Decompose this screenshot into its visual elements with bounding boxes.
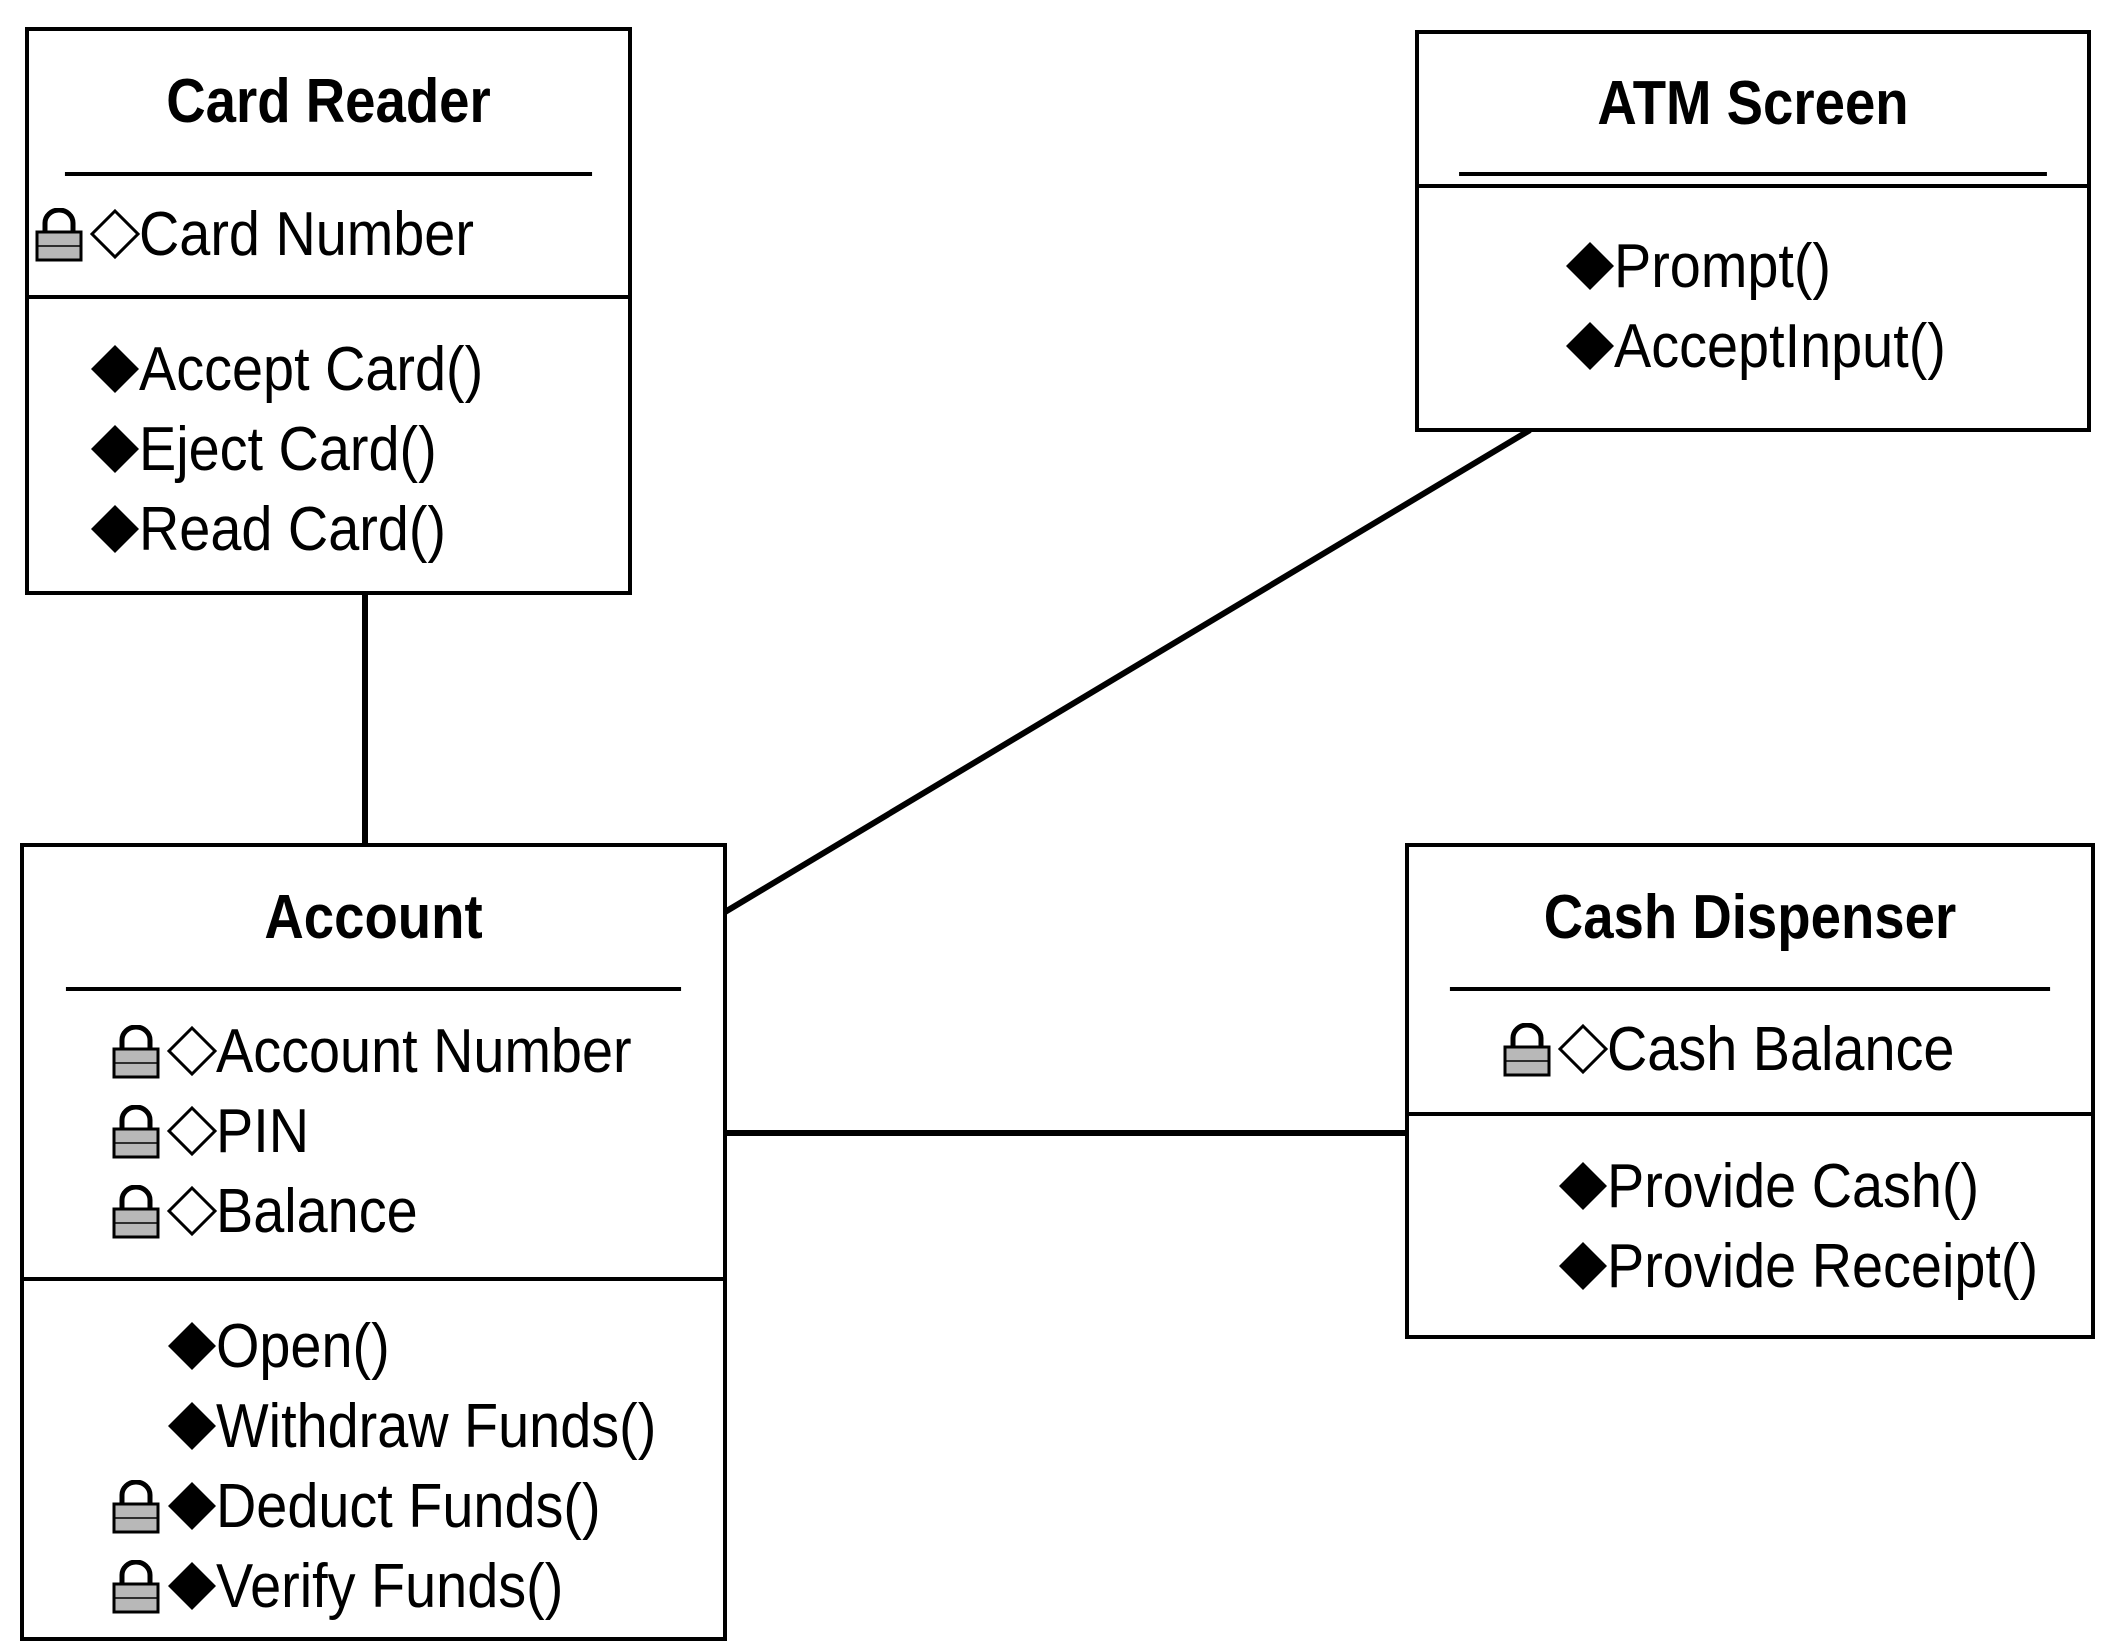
operation-label: AcceptInput() [1614, 311, 1946, 381]
lock-icon [112, 1185, 160, 1239]
operations-compartment: Prompt() AcceptInput() [1419, 198, 2087, 386]
lock-icon [112, 1105, 160, 1159]
operation-row: Read Card() [91, 489, 628, 569]
operations-compartment: Open() Withdraw Funds() Deduct Funds() V… [24, 1281, 723, 1626]
attributes-compartment: Card Number [29, 176, 628, 299]
operation-label: Verify Funds() [216, 1551, 564, 1621]
diamond-icon [1559, 1162, 1607, 1210]
class-name: Card Reader [64, 31, 593, 176]
lock-icon [1503, 1023, 1551, 1077]
diamond-icon [1559, 1242, 1607, 1290]
class-cash-dispenser[interactable]: Cash Dispenser Cash Balance Provide Cash… [1405, 843, 2095, 1339]
hollow-diamond-icon [166, 1105, 218, 1157]
operation-row: AcceptInput() [1566, 306, 2087, 386]
operation-row: Deduct Funds() [112, 1466, 723, 1546]
operations-compartment: Provide Cash() Provide Receipt() [1409, 1116, 2091, 1306]
attributes-compartment: Cash Balance [1409, 991, 2091, 1116]
operation-label: Open() [216, 1311, 390, 1381]
operation-row: Provide Receipt() [1559, 1226, 2091, 1306]
attribute-row: Balance [112, 1171, 723, 1251]
attribute-label: PIN [216, 1096, 310, 1166]
hollow-diamond-icon [89, 208, 141, 260]
operation-label: Eject Card() [139, 414, 437, 484]
attribute-label: Card Number [139, 199, 474, 269]
diamond-icon [91, 505, 139, 553]
attribute-label: Balance [216, 1176, 418, 1246]
operation-row: Provide Cash() [1559, 1146, 2091, 1226]
operation-row: Accept Card() [91, 329, 628, 409]
class-account[interactable]: Account Account Number PIN Balance Open(… [20, 843, 727, 1641]
diamond-icon [168, 1482, 216, 1530]
diamond-icon [91, 425, 139, 473]
lock-icon [112, 1560, 160, 1614]
operation-label: Provide Receipt() [1607, 1231, 2039, 1301]
class-name: Account [65, 847, 682, 991]
lock-icon [112, 1480, 160, 1534]
operation-label: Read Card() [139, 494, 447, 564]
attribute-label: Account Number [216, 1016, 632, 1086]
association-atm-screen-account [723, 427, 1532, 915]
operation-row: Withdraw Funds() [168, 1386, 723, 1466]
attribute-row: Card Number [35, 194, 628, 274]
operations-compartment: Accept Card() Eject Card() Read Card() [29, 299, 628, 569]
lock-icon [35, 208, 83, 262]
operation-label: Accept Card() [139, 334, 484, 404]
operation-row: Prompt() [1566, 226, 2087, 306]
operation-row: Eject Card() [91, 409, 628, 489]
operation-label: Deduct Funds() [216, 1471, 601, 1541]
attribute-row: PIN [112, 1091, 723, 1171]
class-name: Cash Dispenser [1449, 847, 2051, 991]
operation-label: Prompt() [1614, 231, 1832, 301]
hollow-diamond-icon [1557, 1023, 1609, 1075]
operation-label: Provide Cash() [1607, 1151, 1980, 1221]
diamond-icon [168, 1322, 216, 1370]
operation-row: Open() [168, 1306, 723, 1386]
diamond-icon [91, 345, 139, 393]
class-atm-screen[interactable]: ATM Screen Prompt() AcceptInput() [1415, 30, 2091, 432]
attribute-row: Cash Balance [1503, 1009, 2091, 1089]
diamond-icon [1566, 322, 1614, 370]
hollow-diamond-icon [166, 1185, 218, 1237]
attribute-row: Account Number [112, 1011, 723, 1091]
diamond-icon [168, 1562, 216, 1610]
class-name: ATM Screen [1459, 34, 2047, 176]
lock-icon [112, 1025, 160, 1079]
diamond-icon [168, 1402, 216, 1450]
attribute-label: Cash Balance [1607, 1014, 1955, 1084]
class-card-reader[interactable]: Card Reader Card Number Accept Card() Ej… [25, 27, 632, 595]
attributes-compartment: Account Number PIN Balance [24, 991, 723, 1281]
diamond-icon [1566, 242, 1614, 290]
operation-row: Verify Funds() [112, 1546, 723, 1626]
operation-label: Withdraw Funds() [216, 1391, 657, 1461]
hollow-diamond-icon [166, 1025, 218, 1077]
attributes-compartment-empty [1419, 184, 2087, 198]
